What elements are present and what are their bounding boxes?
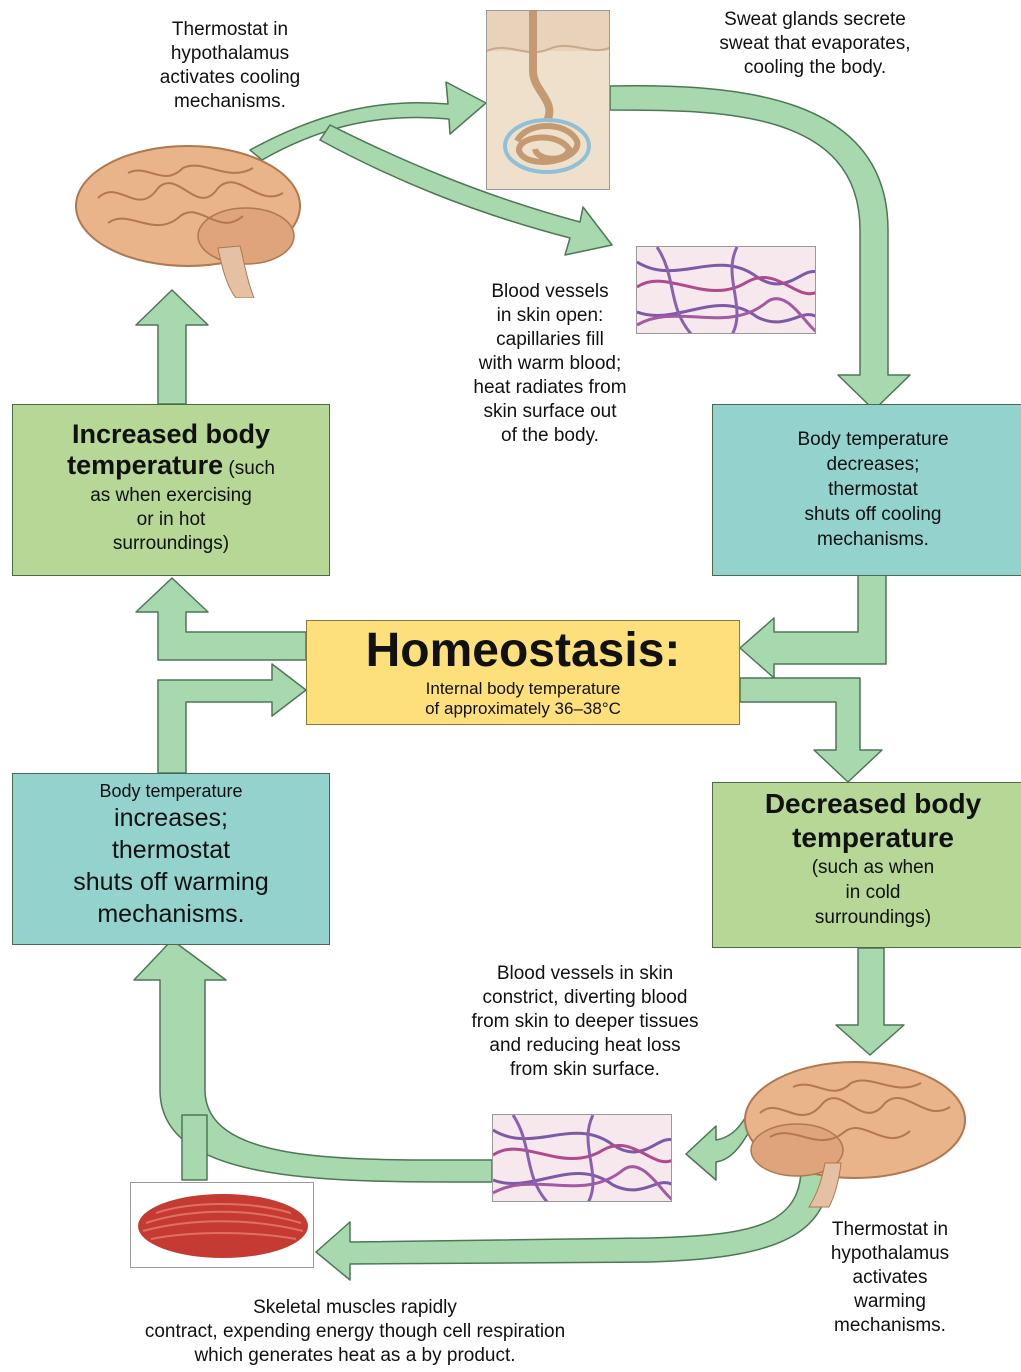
- warming-off-line1: Body temperature: [13, 780, 329, 802]
- cooling-off-box: Body temperature decreases; thermostat s…: [712, 404, 1021, 576]
- caption-sweat-glands: Sweat glands secrete sweat that evaporat…: [690, 8, 940, 80]
- arrow-warming-off-to-homeostasis: [158, 664, 306, 773]
- arrow-decreased-to-brain: [836, 948, 904, 1055]
- sweat-gland-icon: [486, 10, 610, 190]
- decreased-heading: Decreased body temperature: [713, 787, 1021, 855]
- caption-vessels-open: Blood vessels in skin open: capillaries …: [430, 280, 670, 448]
- increased-detail-inline: (such: [223, 458, 275, 479]
- homeostasis-subtitle: Internal body temperature of approximate…: [307, 679, 739, 719]
- homeostasis-title: Homeostasis:: [307, 623, 739, 679]
- capillaries-icon: [492, 1114, 672, 1202]
- caption-skeletal-muscles: Skeletal muscles rapidly contract, expen…: [90, 1296, 620, 1368]
- arrow-increase-to-brain: [136, 290, 208, 404]
- caption-thermostat-warming: Thermostat in hypothalamus activates war…: [770, 1218, 1010, 1338]
- increased-temperature-box: Increased body temperature (such as when…: [12, 404, 330, 576]
- warming-off-text: increases; thermostat shuts off warming …: [13, 802, 329, 930]
- cooling-off-text: Body temperature decreases; thermostat s…: [713, 427, 1021, 552]
- brain-icon: [735, 1045, 975, 1210]
- brain-icon: [68, 128, 313, 298]
- arrow-cooling-off-to-homeostasis: [740, 575, 886, 678]
- decreased-detail: (such as when in cold surroundings): [713, 855, 1021, 930]
- arrow-homeostasis-to-increased: [136, 578, 306, 660]
- arrow-homeostasis-to-decreased: [740, 678, 882, 782]
- arrow-muscle-branch: [182, 1115, 207, 1180]
- caption-thermostat-cooling: Thermostat in hypothalamus activates coo…: [115, 18, 345, 114]
- homeostasis-box: Homeostasis: Internal body temperature o…: [306, 620, 740, 725]
- caption-vessels-constrict: Blood vessels in skin constrict, diverti…: [440, 962, 730, 1082]
- warming-off-box: Body temperature increases; thermostat s…: [12, 773, 330, 945]
- decreased-temperature-box: Decreased body temperature (such as when…: [712, 782, 1021, 948]
- skeletal-muscle-icon: [130, 1182, 314, 1268]
- increased-detail: as when exercising or in hot surrounding…: [13, 484, 329, 556]
